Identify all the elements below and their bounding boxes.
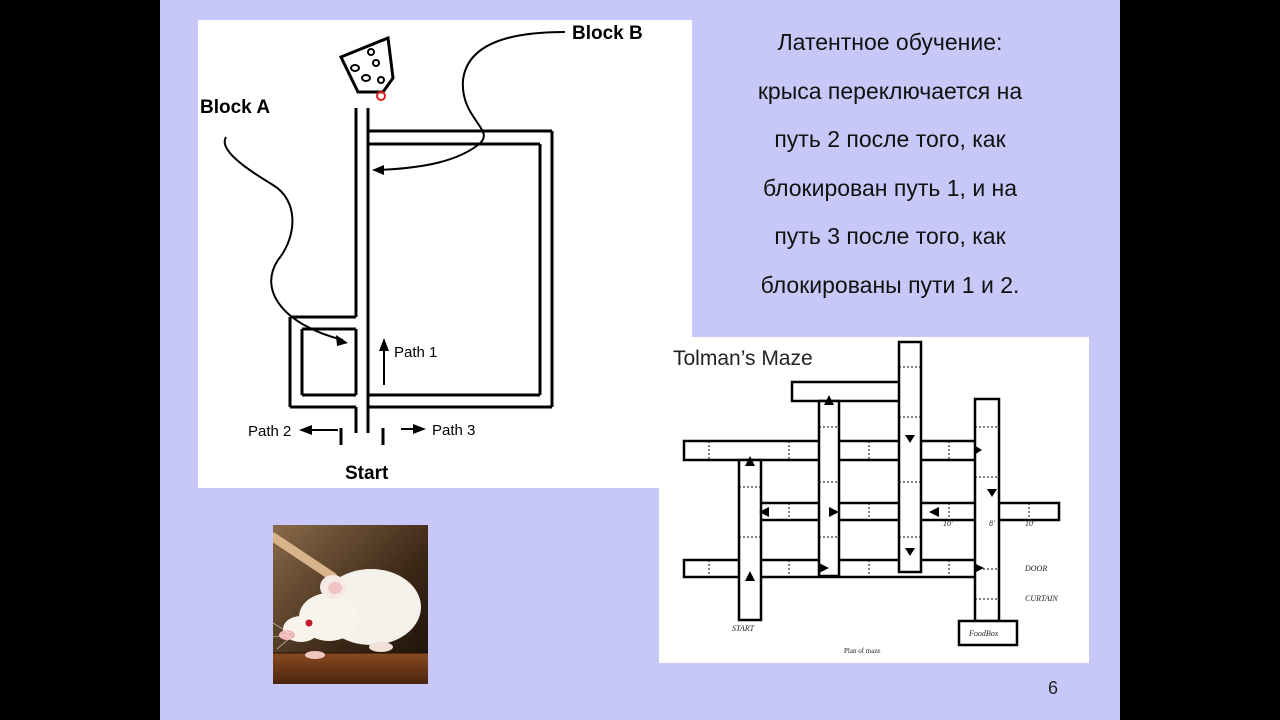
cheese-icon	[338, 35, 395, 94]
dimension-label: 10'	[943, 519, 953, 528]
path1-arrow-icon	[379, 338, 389, 385]
door-label: DOOR	[1024, 564, 1047, 573]
start-label: START	[732, 624, 755, 633]
rat-photo	[273, 525, 428, 684]
path3-label: Path 3	[432, 422, 475, 439]
block-b-label: Block B	[572, 23, 643, 44]
heading-line: Латентное обучение:	[777, 29, 1003, 55]
heading-line: путь 3 после того, как	[774, 223, 1006, 250]
dimension-label: 8'	[989, 519, 995, 528]
slide-heading: Латентное обучение: крыса переключается …	[720, 18, 1060, 310]
block-b-arrow-icon	[377, 31, 566, 171]
dimension-label: 10'	[1025, 519, 1035, 528]
start-label: Start	[345, 463, 389, 484]
direction-arrow-icons	[745, 395, 997, 581]
path3-arrow-icon	[401, 424, 426, 434]
block-a-arrow-icon	[223, 136, 344, 341]
path1-label: Path 1	[394, 344, 437, 361]
tolman-maze-diagram: Tolman’s Maze DOOR CURTAIN START FoodBox…	[659, 337, 1089, 663]
page-number: 6	[1048, 678, 1059, 698]
heading-line: крыса переключается на	[757, 77, 1023, 104]
heading-line: блокирован путь 1, и на	[762, 174, 1018, 201]
food-box-label: FoodBox	[968, 629, 999, 638]
tolman-maze-title: Tolman’s Maze	[673, 347, 813, 370]
block-a-label: Block A	[200, 97, 270, 118]
slide: Block B Block A Path 1 Path 2 Path 3 Sta…	[160, 0, 1120, 720]
plan-caption: Plan of maze	[844, 647, 881, 655]
heading-line: блокированы пути 1 и 2.	[760, 271, 1020, 298]
path2-label: Path 2	[248, 423, 291, 440]
maze-diagram-paths: Block B Block A Path 1 Path 2 Path 3 Sta…	[198, 20, 692, 488]
heading-line: путь 2 после того, как	[774, 126, 1006, 153]
curtain-label: CURTAIN	[1025, 594, 1058, 603]
pointer-dot-icon	[376, 91, 386, 101]
path2-arrow-icon	[299, 425, 338, 435]
